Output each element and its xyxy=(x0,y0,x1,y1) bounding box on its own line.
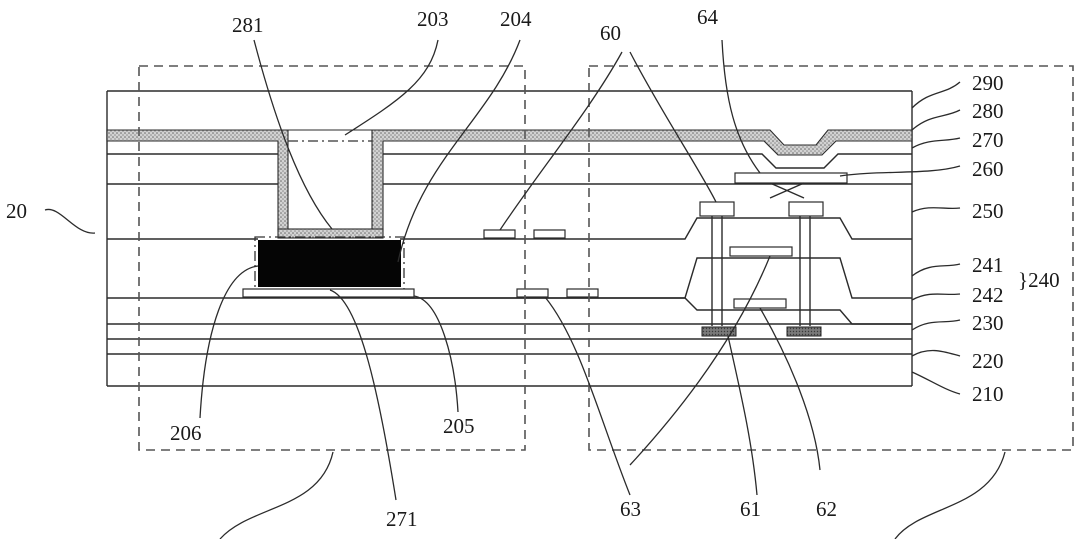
label-63: 63 xyxy=(620,497,641,521)
leader-lines xyxy=(44,39,1006,539)
label-280: 280 xyxy=(972,99,1004,123)
label-241: 241 xyxy=(972,253,1004,277)
pad-60b xyxy=(533,229,566,239)
label-20: 20 xyxy=(6,199,27,223)
label-64: 64 xyxy=(697,5,719,29)
label-290: 290 xyxy=(972,71,1004,95)
label-210: 210 xyxy=(972,382,1004,406)
dashed-box-right xyxy=(588,65,1074,451)
chip-block xyxy=(258,240,401,287)
label-62: 62 xyxy=(816,497,837,521)
label-250: 250 xyxy=(972,199,1004,223)
labels: 281 203 204 60 64 290 280 270 260 250 24… xyxy=(6,5,1060,531)
pad-205 xyxy=(242,288,415,298)
label-260: 260 xyxy=(972,157,1004,181)
dashed-box-left xyxy=(138,65,526,451)
label-60: 60 xyxy=(600,21,621,45)
label-281: 281 xyxy=(232,13,264,37)
label-230: 230 xyxy=(972,311,1004,335)
label-220: 220 xyxy=(972,349,1004,373)
dotted-pad-281 xyxy=(277,228,384,239)
label-61: 61 xyxy=(740,497,761,521)
label-204: 204 xyxy=(500,7,532,31)
pad-63b xyxy=(566,288,599,298)
label-203: 203 xyxy=(417,7,449,31)
dotted-layer-280-left xyxy=(106,129,289,231)
label-242: 242 xyxy=(972,283,1004,307)
pad-63a xyxy=(516,288,549,298)
label-270: 270 xyxy=(972,128,1004,152)
label-205: 205 xyxy=(443,414,475,438)
layer-stack xyxy=(106,90,913,387)
label-240: }240 xyxy=(1018,268,1060,292)
transistor xyxy=(699,172,848,337)
label-206: 206 xyxy=(170,421,202,445)
pad-60a xyxy=(483,229,516,239)
label-271: 271 xyxy=(386,507,418,531)
